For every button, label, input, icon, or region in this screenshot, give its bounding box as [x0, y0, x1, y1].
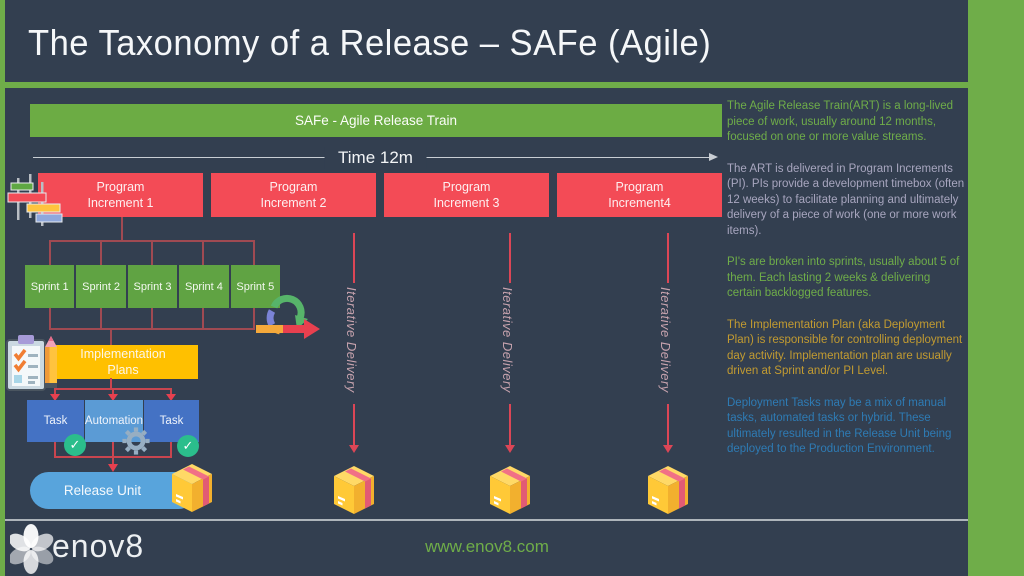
sprint-3-box: Sprint 3	[127, 265, 178, 308]
package-icon	[490, 466, 530, 514]
iterative-delivery-arrow	[509, 233, 511, 283]
connector-line	[54, 389, 56, 395]
sidebar-paragraph: Deployment Tasks may be a mix of manual …	[727, 396, 952, 456]
connector-line	[49, 308, 51, 329]
sprint-row: Sprint 1 Sprint 2 Sprint 3 Sprint 4 Spri…	[25, 265, 281, 308]
program-increment-row: Program Increment 1 Program Increment 2 …	[38, 173, 722, 217]
iterative-delivery-label: Iterative Delivery	[658, 287, 673, 393]
package-icon	[648, 466, 688, 514]
sidebar-paragraph: The ART is delivered in Program Incremen…	[727, 162, 965, 237]
sidebar-paragraph: The Agile Release Train(ART) is a long-l…	[727, 100, 954, 143]
connector-line	[112, 457, 114, 465]
pi4-line1: Program	[615, 180, 664, 194]
impl-line2: Plans	[107, 363, 139, 377]
sprint-5-box: Sprint 5	[230, 265, 281, 308]
iterative-delivery-arrow	[353, 404, 355, 445]
package-icon	[334, 466, 374, 514]
iterative-delivery-label: Iterative Delivery	[500, 287, 515, 393]
release-unit-pill: Release Unit	[30, 472, 197, 509]
connector-line	[110, 378, 112, 389]
impl-line1: Implementation	[80, 347, 166, 361]
check-icon: ✓	[177, 435, 199, 457]
arrow-down-icon	[166, 394, 176, 401]
page-title: The Taxonomy of a Release – SAFe (Agile)	[28, 22, 712, 63]
iterative-delivery-arrow	[667, 404, 669, 445]
connector-line	[121, 217, 123, 241]
iterative-delivery-arrow	[667, 233, 669, 283]
footer-divider	[5, 519, 968, 521]
sidebar-paragraph: The Implementation Plan (aka Deployment …	[727, 318, 963, 378]
program-increment-1-box: Program Increment 1	[38, 173, 203, 217]
safe-train-label: SAFe - Agile Release Train	[294, 113, 458, 128]
package-icon	[172, 464, 212, 512]
iterative-delivery-arrow	[353, 233, 355, 283]
check-icon: ✓	[64, 434, 86, 456]
sidebar-notes: The Agile Release Train(ART) is a long-l…	[727, 99, 965, 474]
arrow-down-icon	[50, 394, 60, 401]
arrow-down-icon	[349, 445, 359, 453]
connector-line	[253, 308, 255, 329]
connector-line	[170, 442, 172, 458]
sprint-2-box: Sprint 2	[76, 265, 126, 308]
pi2-line1: Program	[269, 180, 318, 194]
arrow-down-icon	[663, 445, 673, 453]
right-green-sidebar	[968, 0, 1024, 576]
title-divider	[5, 82, 968, 88]
connector-line	[112, 389, 114, 395]
clipboard-icon	[6, 335, 57, 391]
pi3-line1: Program	[442, 180, 491, 194]
program-increment-4-box: Program Increment4	[557, 173, 722, 217]
gear-icon	[122, 427, 150, 455]
connector-line	[151, 308, 153, 329]
pi1-line1: Program	[96, 180, 145, 194]
connector-line	[112, 442, 114, 458]
connector-line	[202, 241, 204, 265]
connector-line	[100, 241, 102, 265]
connector-line	[253, 241, 255, 265]
time-axis-arrow-icon	[709, 153, 718, 161]
connector-line	[110, 329, 112, 346]
sprint-4-box: Sprint 4	[179, 265, 229, 308]
connector-line	[49, 328, 255, 330]
flower-icon	[10, 524, 54, 574]
connector-line	[202, 308, 204, 329]
program-increment-2-box: Program Increment 2	[211, 173, 376, 217]
connector-line	[49, 241, 51, 265]
connector-line	[54, 442, 56, 458]
pencil-icon	[45, 336, 57, 388]
gantt-icon	[7, 174, 63, 226]
connector-line	[151, 241, 153, 265]
task-row: Task Automation Task	[27, 400, 199, 442]
pi3-line2: Increment 3	[433, 196, 500, 210]
iterative-delivery-label: Iterative Delivery	[344, 287, 359, 393]
pi4-line2: Increment4	[608, 196, 671, 210]
left-green-border	[0, 0, 5, 576]
connector-line	[100, 308, 102, 329]
safe-train-bar: SAFe - Agile Release Train	[30, 104, 722, 137]
sidebar-paragraph: PI's are broken into sprints, usually ab…	[727, 256, 960, 299]
connector-line	[170, 389, 172, 395]
time-axis: Time 12m	[33, 147, 718, 169]
iteration-loop-icon	[256, 294, 320, 339]
arrow-down-icon	[505, 445, 515, 453]
release-unit-label: Release Unit	[63, 483, 142, 498]
arrow-down-icon	[108, 394, 118, 401]
implementation-plans-box: Implementation Plans	[48, 345, 198, 379]
sprint-1-box: Sprint 1	[25, 265, 75, 308]
pi1-line2: Increment 1	[87, 196, 154, 210]
enov8-logo-text: enov8	[52, 528, 145, 564]
iterative-delivery-arrow	[509, 404, 511, 445]
website-link: www.enov8.com	[425, 537, 549, 556]
time-label: Time 12m	[324, 147, 427, 169]
program-increment-3-box: Program Increment 3	[384, 173, 549, 217]
arrow-down-icon	[108, 464, 118, 472]
pi2-line2: Increment 2	[260, 196, 327, 210]
